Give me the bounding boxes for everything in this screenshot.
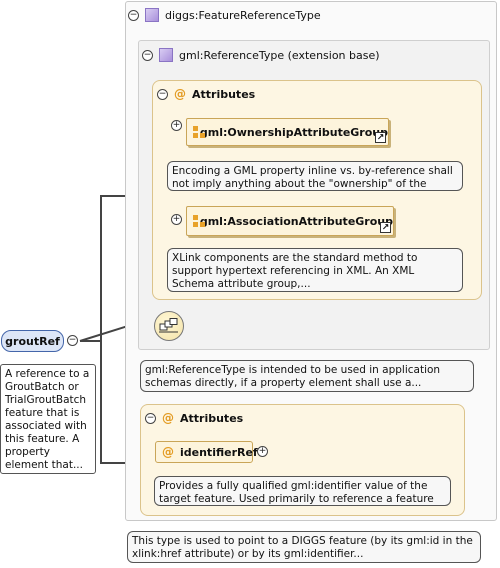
collapse-icon[interactable]: −: [142, 49, 153, 61]
attribute-icon: @: [162, 411, 174, 425]
identifier-ref-doc: Provides a fully qualified gml:identifie…: [154, 476, 451, 506]
association-group-label: gml:AssociationAttributeGroup: [199, 214, 393, 228]
complex-type-icon: [145, 8, 159, 22]
grout-ref-collapse: −: [67, 335, 78, 346]
complex-type-icon: [159, 48, 173, 62]
reference-type-header: − gml:ReferenceType (extension base): [142, 48, 380, 62]
attribute-group-icon: [193, 215, 205, 227]
collapse-icon[interactable]: −: [128, 9, 139, 21]
attribute-icon: @: [162, 445, 174, 459]
ownership-group-doc: Encoding a GML property inline vs. by-re…: [167, 161, 463, 191]
ownership-group-row: +: [171, 120, 182, 131]
ownership-group-label: gml:OwnershipAttributeGroup: [199, 125, 388, 139]
sequence-compositor[interactable]: [154, 311, 184, 341]
attributes-inner-header: − @ Attributes: [157, 87, 255, 101]
collapse-icon[interactable]: −: [145, 412, 156, 424]
collapse-icon[interactable]: −: [157, 88, 168, 100]
association-attribute-group[interactable]: gml:AssociationAttributeGroup ↗: [186, 206, 394, 236]
feature-reference-type-label: diggs:FeatureReferenceType: [165, 8, 321, 22]
grout-ref-label: groutRef: [5, 334, 60, 348]
reference-type-doc-text: gml:ReferenceType is intended to be used…: [145, 364, 441, 389]
grout-ref-doc: A reference to a GroutBatch or TrialGrou…: [0, 364, 96, 474]
identifier-ref-label: identifierRef: [180, 445, 258, 459]
association-group-doc-text: XLink components are the standard method…: [172, 252, 418, 290]
reference-type-label: gml:ReferenceType (extension base): [179, 48, 380, 62]
identifier-ref-attribute[interactable]: @ identifierRef: [155, 441, 258, 463]
reference-type-doc: gml:ReferenceType is intended to be used…: [140, 360, 474, 392]
identifier-ref-doc-text: Provides a fully qualified gml:identifie…: [159, 480, 434, 505]
attributes-outer-header: − @ Attributes: [145, 411, 243, 425]
ownership-attribute-group[interactable]: gml:OwnershipAttributeGroup ↗: [186, 118, 389, 146]
collapse-icon[interactable]: −: [67, 335, 78, 346]
type-doc: This type is used to point to a DIGGS fe…: [127, 531, 481, 563]
attributes-inner-label: Attributes: [192, 87, 256, 101]
grout-ref-doc-text: A reference to a GroutBatch or TrialGrou…: [5, 368, 90, 471]
expand-icon[interactable]: +: [171, 214, 182, 225]
sequence-icon: [159, 318, 178, 333]
attribute-group-icon: [193, 126, 205, 138]
grout-ref-element[interactable]: groutRef: [1, 330, 64, 352]
feature-reference-type-header: − diggs:FeatureReferenceType: [128, 8, 321, 22]
expand-icon[interactable]: +: [257, 446, 268, 457]
attributes-outer-label: Attributes: [180, 411, 244, 425]
link-icon[interactable]: ↗: [375, 132, 386, 143]
attribute-icon: @: [174, 87, 186, 101]
association-group-doc: XLink components are the standard method…: [167, 248, 463, 292]
ownership-group-doc-text: Encoding a GML property inline vs. by-re…: [172, 165, 453, 190]
identifier-ref-expand: +: [257, 446, 268, 457]
association-group-row: +: [171, 214, 182, 225]
expand-icon[interactable]: +: [171, 120, 182, 131]
type-doc-text: This type is used to point to a DIGGS fe…: [132, 535, 473, 560]
link-icon[interactable]: ↗: [380, 222, 391, 233]
